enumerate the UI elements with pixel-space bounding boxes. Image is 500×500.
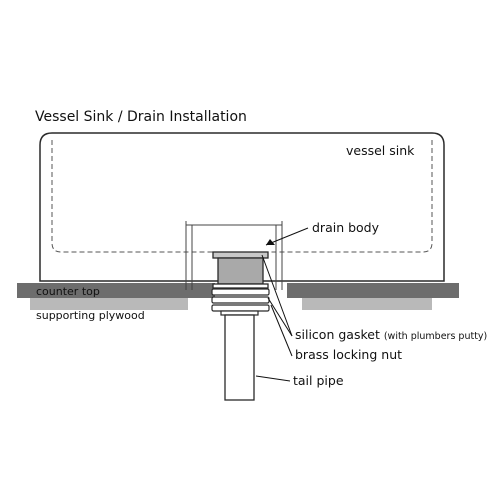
- vessel-sink-label: vessel sink: [346, 143, 415, 158]
- tail-pipe: [220, 310, 259, 401]
- supporting-plywood-label: supporting plywood: [36, 309, 145, 322]
- diagram-title: Vessel Sink / Drain Installation: [35, 109, 247, 125]
- silicon-gasket-text: silicon gasket: [295, 327, 380, 342]
- leader-arrowheads: [266, 239, 275, 245]
- counter-top-left: [17, 283, 215, 298]
- counter-top-label: counter top: [36, 285, 100, 298]
- drain-body-label: drain body: [312, 220, 380, 235]
- plywood-right: [302, 298, 432, 310]
- counter-top-right: [287, 283, 459, 298]
- plywood-left: [30, 298, 188, 310]
- tail-pipe-label: tail pipe: [293, 373, 344, 388]
- drain-body: [212, 251, 269, 289]
- cutout-guide-lines: [185, 221, 283, 290]
- vessel-sink-outer: [39, 132, 445, 282]
- brass-locking-nut-label: brass locking nut: [295, 347, 402, 362]
- leader-lines: [255, 227, 309, 382]
- silicon-gasket-label: silicon gasket (with plumbers putty): [295, 327, 487, 342]
- silicon-gasket-note: (with plumbers putty): [384, 331, 487, 342]
- locking-nut-rings: [211, 288, 270, 312]
